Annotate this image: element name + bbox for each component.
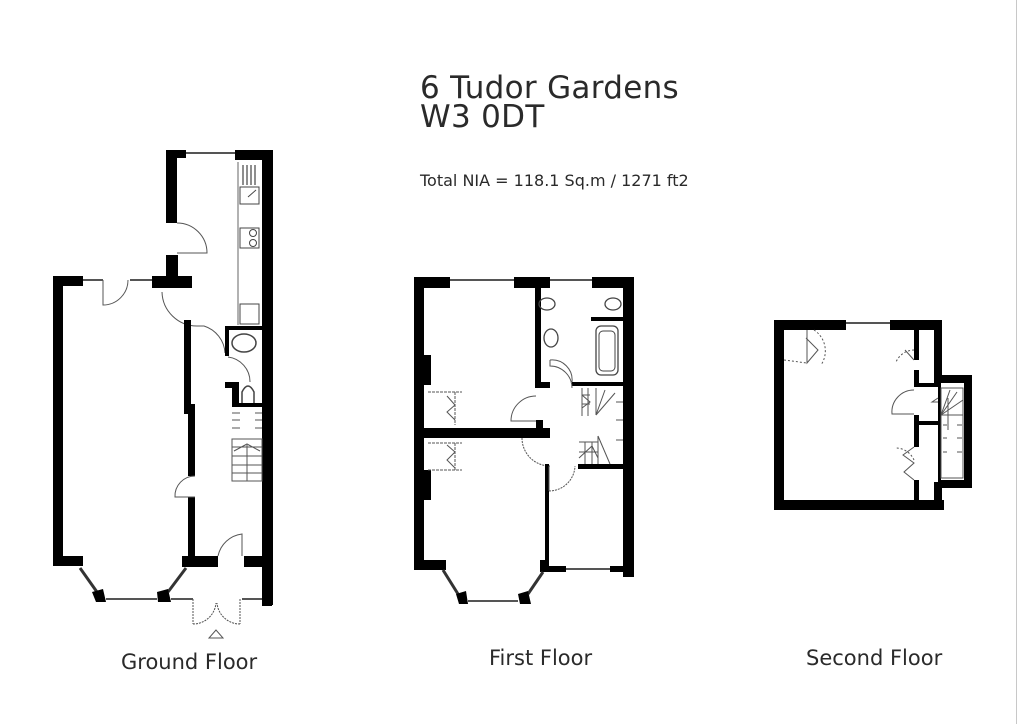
second-floor-plan <box>774 320 972 510</box>
second-floor-label: Second Floor <box>806 646 943 670</box>
entrance-marker-icon <box>207 629 225 639</box>
first-floor-plan <box>414 277 634 604</box>
scan-edge-line <box>1016 0 1017 724</box>
address-line-1: 6 Tudor Gardens <box>420 70 679 106</box>
ground-floor-label: Ground Floor <box>121 650 258 674</box>
ground-floor-plan <box>53 150 273 639</box>
first-floor-label: First Floor <box>489 646 593 670</box>
total-area: Total NIA = 118.1 Sq.m / 1271 ft2 <box>420 171 689 190</box>
property-title: 6 Tudor Gardens W3 0DT <box>420 70 679 135</box>
address-line-2: W3 0DT <box>420 99 545 135</box>
